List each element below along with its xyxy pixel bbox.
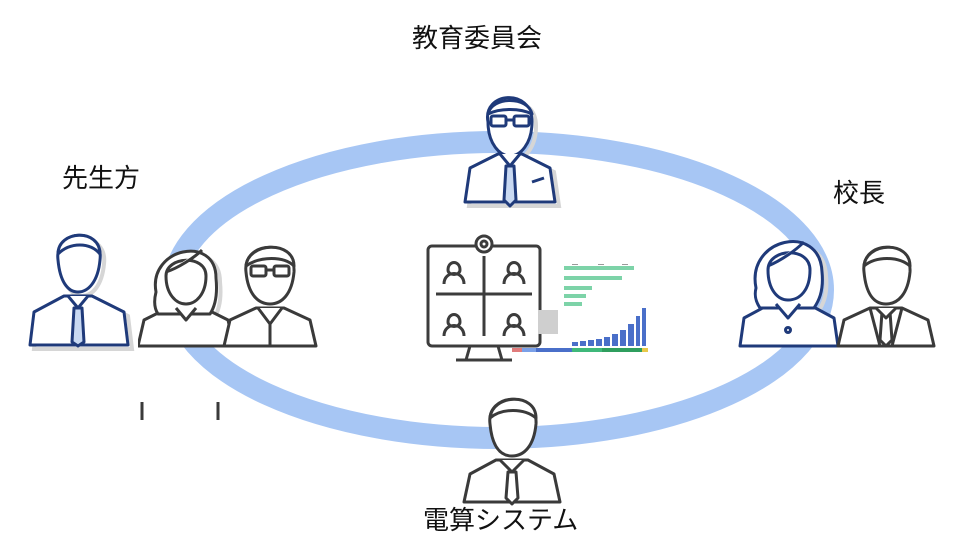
horizontal-bar-chart-thumbnail: [564, 266, 634, 306]
rising-column-chart-thumbnail: [572, 308, 646, 346]
label-principal: 校長: [833, 179, 886, 209]
video-conference-monitor-icon: [426, 234, 542, 362]
computing-system-person-icon: [462, 397, 562, 506]
dashboard-status-strip: [512, 348, 648, 352]
teacher-man-person-icon: [28, 233, 135, 351]
teacher-woman-person-icon: [138, 248, 236, 420]
dashboard-thumbnail: [512, 264, 648, 352]
label-computing-system: 電算システム: [423, 506, 579, 536]
principal-woman-person-icon: [738, 240, 840, 348]
education-board-person-icon: [463, 96, 562, 208]
teacher-glasses-person-icon: [222, 245, 318, 348]
principal-man-suit-person-icon: [836, 245, 936, 348]
label-education-board: 教育委員会: [412, 24, 543, 54]
label-teachers: 先生方: [62, 164, 141, 194]
